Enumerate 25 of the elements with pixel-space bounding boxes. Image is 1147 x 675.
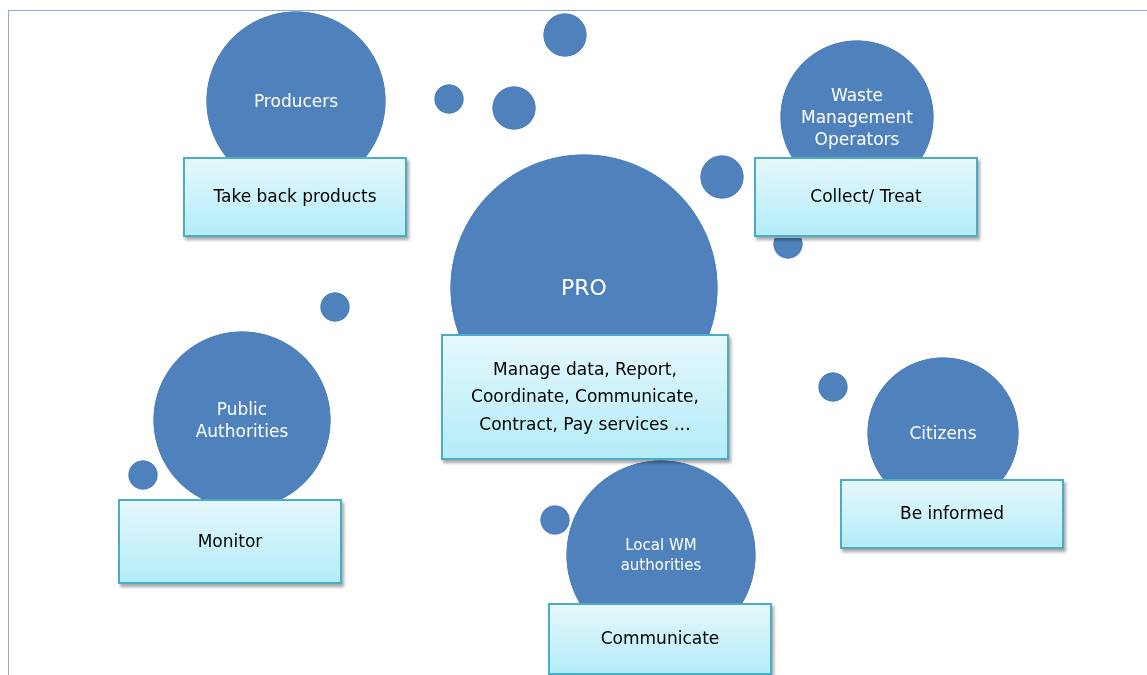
box-label: Monitor <box>197 529 263 553</box>
circle-label: PRO <box>560 273 608 302</box>
bubble <box>773 238 803 259</box>
text-box <box>548 603 772 675</box>
bubble <box>320 292 350 322</box>
box-label: Collect/ Treat <box>810 185 922 209</box>
text-box <box>441 334 729 460</box>
text-box <box>118 499 342 584</box>
circle-label: Citizens <box>908 421 978 445</box>
box-label: Communicate <box>600 627 720 651</box>
circle-label: Producers <box>252 89 340 113</box>
box-label: Be informed <box>900 502 1004 526</box>
circle-label: Local WM authorities <box>619 535 703 575</box>
box-label: Manage data, Report, Coordinate, Communicate, Contract, Pay services … <box>470 358 700 436</box>
circle-label: Waste Management Operators <box>800 83 914 151</box>
box-label: Take back products <box>213 185 377 209</box>
circle-label: Public Authorities <box>194 397 290 443</box>
bubble <box>434 84 464 114</box>
bubble <box>492 86 536 130</box>
bubble <box>543 13 587 57</box>
bubble <box>818 372 848 402</box>
bubble <box>128 460 158 490</box>
text-box <box>754 157 978 237</box>
text-box <box>183 157 407 237</box>
text-box <box>840 479 1064 549</box>
